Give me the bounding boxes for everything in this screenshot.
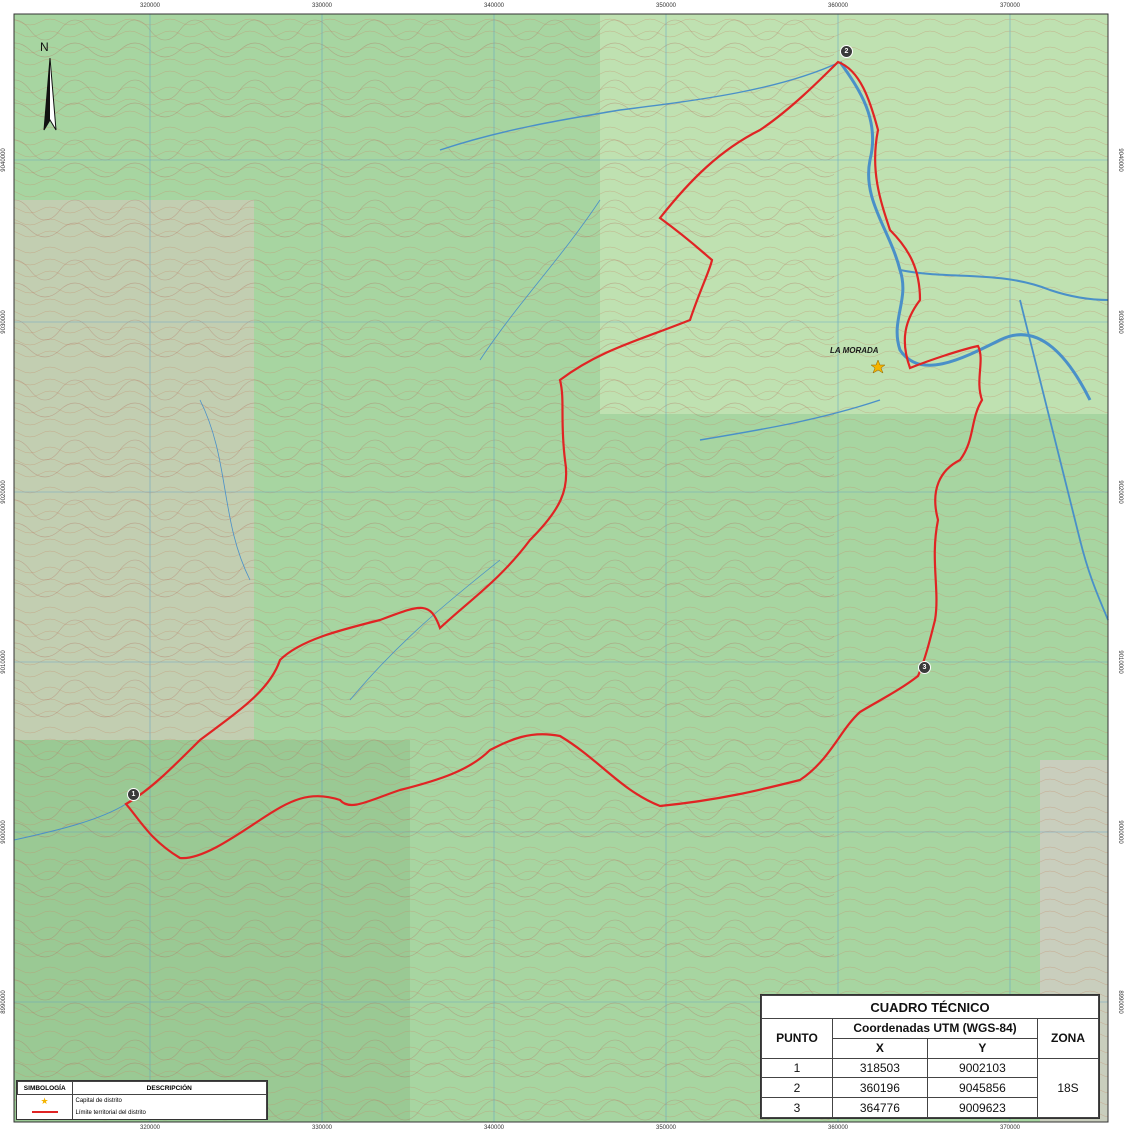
legend-item-label: Límite territorial del distrito (72, 1107, 267, 1119)
x-tick-bottom: 330000 (311, 1125, 333, 1131)
north-arrow-icon (43, 57, 57, 131)
cell-punto: 2 (761, 1077, 833, 1099)
utm-grid (14, 14, 1108, 1122)
map-border (13, 13, 1109, 1123)
x-tick-top: 330000 (311, 3, 333, 9)
y-tick-right: 8990000 (1117, 990, 1123, 1014)
hill-overlay (14, 14, 834, 1122)
table-title: CUADRO TÉCNICO (761, 995, 1099, 1019)
x-tick-top: 340000 (483, 3, 505, 9)
x-tick-top: 370000 (999, 3, 1021, 9)
cell-x: 364776 (832, 1097, 928, 1118)
y-tick-left: 9030000 (1, 310, 7, 334)
point-marker-3[interactable]: 3 (918, 661, 931, 674)
table-row: 1 318503 9002103 18S (761, 1057, 1099, 1119)
technical-table: CUADRO TÉCNICO PUNTO Coordenadas UTM (WG… (760, 994, 1100, 1119)
legend-item: ★ Capital de distrito (17, 1094, 267, 1107)
x-tick-top: 320000 (139, 3, 161, 9)
col-x-header: X (832, 1037, 928, 1059)
y-tick-right: 9040000 (1117, 148, 1123, 172)
x-tick-bottom: 360000 (827, 1125, 849, 1131)
x-tick-top: 360000 (827, 3, 849, 9)
cell-zona: 18S (1037, 1057, 1099, 1119)
legend-desc-header: DESCRIPCIÓN (71, 1081, 267, 1095)
x-tick-bottom: 350000 (655, 1125, 677, 1131)
y-tick-right: 9010000 (1117, 650, 1123, 674)
district-capital-label: LA MORADA (830, 346, 879, 355)
col-punto-header: PUNTO (761, 1018, 833, 1059)
map-legend: SIMBOLOGÍA DESCRIPCIÓN ★ Capital de dist… (16, 1080, 268, 1120)
col-zona-header: ZONA (1037, 1018, 1099, 1059)
y-tick-left: 8990000 (1, 990, 7, 1014)
cell-punto: 3 (761, 1097, 833, 1118)
table-row: 2 360196 9045856 (761, 1077, 1099, 1099)
boundary-line-icon (31, 1111, 58, 1114)
point-marker-1[interactable]: 1 (127, 788, 140, 801)
table-row: 3 364776 9009623 (761, 1097, 1099, 1118)
capital-star-icon[interactable] (870, 359, 886, 374)
col-y-header: Y (926, 1037, 1039, 1059)
x-tick-bottom: 370000 (999, 1125, 1021, 1131)
cell-x: 318503 (832, 1057, 928, 1079)
x-tick-top: 350000 (655, 3, 677, 9)
col-coords-header: Coordenadas UTM (WGS-84) (832, 1018, 1038, 1039)
y-tick-left: 9040000 (1, 148, 7, 172)
cell-x: 360196 (832, 1077, 928, 1099)
y-tick-left: 9010000 (1, 650, 7, 674)
north-label: N (40, 40, 49, 54)
cell-y: 9002103 (926, 1057, 1039, 1079)
y-tick-right: 9000000 (1117, 820, 1123, 844)
legend-symbol-header: SIMBOLOGÍA (17, 1081, 73, 1095)
y-tick-right: 9020000 (1117, 480, 1123, 504)
y-tick-left: 9020000 (1, 480, 7, 504)
rivers (13, 61, 1109, 841)
cell-y: 9009623 (926, 1097, 1039, 1118)
point-marker-2[interactable]: 2 (840, 45, 853, 58)
star-icon: ★ (40, 1095, 49, 1106)
legend-item: Límite territorial del distrito (17, 1107, 267, 1119)
x-tick-bottom: 340000 (483, 1125, 505, 1131)
y-tick-left: 9000000 (1, 820, 7, 844)
y-tick-right: 9030000 (1117, 310, 1123, 334)
district-boundary (124, 60, 984, 860)
cell-punto: 1 (761, 1057, 833, 1079)
x-tick-bottom: 320000 (139, 1125, 161, 1131)
legend-item-label: Capital de distrito (72, 1094, 267, 1107)
cell-y: 9045856 (926, 1077, 1039, 1099)
